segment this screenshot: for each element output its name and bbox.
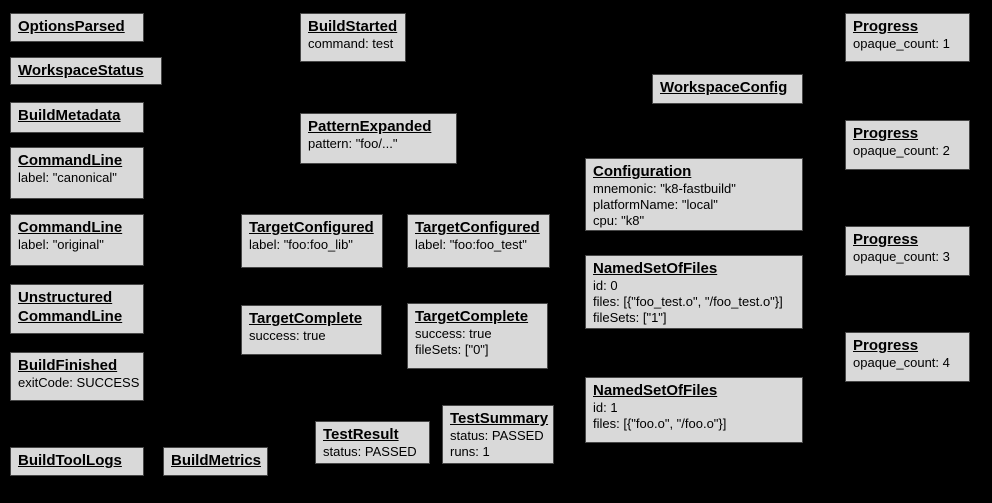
node-optionsparsed: OptionsParsed xyxy=(10,13,144,42)
node-progress-1: Progress opaque_count: 1 xyxy=(845,13,970,62)
node-targetcomplete-foo-test: TargetComplete success: true fileSets: [… xyxy=(407,303,548,369)
node-workspacestatus: WorkspaceStatus xyxy=(10,57,162,85)
node-buildfinished: BuildFinished exitCode: SUCCESS xyxy=(10,352,144,401)
node-line: opaque_count: 2 xyxy=(853,143,950,158)
node-buildtoollogs: BuildToolLogs xyxy=(10,447,144,476)
node-line: success: true xyxy=(415,326,492,341)
node-title: NamedSetOfFiles xyxy=(593,382,718,399)
node-line: opaque_count: 3 xyxy=(853,249,950,264)
node-title: Progress xyxy=(853,231,919,248)
node-progress-3: Progress opaque_count: 3 xyxy=(845,226,970,276)
node-title: TestSummary xyxy=(450,410,549,427)
node-line: label: "foo:foo_test" xyxy=(415,237,527,252)
node-targetconfigured-foo-lib: TargetConfigured label: "foo:foo_lib" xyxy=(241,214,383,268)
node-line: opaque_count: 4 xyxy=(853,355,950,370)
node-line: status: PASSED xyxy=(450,428,544,443)
node-line: files: [{"foo_test.o", "/foo_test.o"}] xyxy=(593,294,783,309)
node-testsummary: TestSummary status: PASSED runs: 1 xyxy=(442,405,554,464)
node-title: NamedSetOfFiles xyxy=(593,260,718,277)
node-namedsetoffiles-0: NamedSetOfFiles id: 0 files: [{"foo_test… xyxy=(585,255,803,329)
node-title: BuildMetadata xyxy=(18,107,121,124)
node-line: id: 1 xyxy=(593,400,618,415)
node-title: TestResult xyxy=(323,426,399,443)
node-line: fileSets: ["1"] xyxy=(593,310,667,325)
node-title: Progress xyxy=(853,337,919,354)
node-progress-2: Progress opaque_count: 2 xyxy=(845,120,970,170)
node-title: BuildToolLogs xyxy=(18,452,122,469)
node-patternexpanded: PatternExpanded pattern: "foo/..." xyxy=(300,113,457,164)
node-line: id: 0 xyxy=(593,278,618,293)
node-title: TargetConfigured xyxy=(249,219,374,236)
node-line: label: "original" xyxy=(18,237,104,252)
node-title: Progress xyxy=(853,125,919,142)
node-line: exitCode: SUCCESS xyxy=(18,375,140,390)
node-title: WorkspaceStatus xyxy=(18,62,144,79)
node-buildmetadata: BuildMetadata xyxy=(10,102,144,133)
node-line: fileSets: ["0"] xyxy=(415,342,489,357)
node-title: OptionsParsed xyxy=(18,18,125,35)
node-line: success: true xyxy=(249,328,326,343)
node-title: BuildStarted xyxy=(308,18,398,35)
node-line: label: "foo:foo_lib" xyxy=(249,237,353,252)
node-title: TargetComplete xyxy=(249,310,363,327)
node-line: runs: 1 xyxy=(450,444,490,459)
node-title: TargetComplete xyxy=(415,308,529,325)
node-line: opaque_count: 1 xyxy=(853,36,950,51)
node-line: platformName: "local" xyxy=(593,197,718,212)
node-buildstarted: BuildStarted command: test xyxy=(300,13,406,62)
node-commandline-original: CommandLine label: "original" xyxy=(10,214,144,266)
node-line: cpu: "k8" xyxy=(593,213,645,228)
node-title: Unstructured CommandLine xyxy=(18,289,123,325)
node-title: Configuration xyxy=(593,163,692,180)
node-namedsetoffiles-1: NamedSetOfFiles id: 1 files: [{"foo.o", … xyxy=(585,377,803,443)
node-title: BuildFinished xyxy=(18,357,118,374)
node-title: PatternExpanded xyxy=(308,118,432,135)
node-buildmetrics: BuildMetrics xyxy=(163,447,268,476)
node-progress-4: Progress opaque_count: 4 xyxy=(845,332,970,382)
node-testresult: TestResult status: PASSED xyxy=(315,421,430,464)
node-title: WorkspaceConfig xyxy=(660,79,788,96)
node-line: mnemonic: "k8-fastbuild" xyxy=(593,181,736,196)
node-targetconfigured-foo-test: TargetConfigured label: "foo:foo_test" xyxy=(407,214,550,268)
node-targetcomplete-foo-lib: TargetComplete success: true xyxy=(241,305,382,355)
node-title: CommandLine xyxy=(18,219,123,236)
node-line: files: [{"foo.o", "/foo.o"}] xyxy=(593,416,727,431)
node-commandline-canonical: CommandLine label: "canonical" xyxy=(10,147,144,199)
node-title: BuildMetrics xyxy=(171,452,262,469)
node-workspaceconfig: WorkspaceConfig xyxy=(652,74,803,104)
node-line: status: PASSED xyxy=(323,444,417,459)
node-title: Progress xyxy=(853,18,919,35)
node-line: pattern: "foo/..." xyxy=(308,136,398,151)
node-configuration: Configuration mnemonic: "k8-fastbuild" p… xyxy=(585,158,803,231)
node-title: TargetConfigured xyxy=(415,219,540,236)
node-title: CommandLine xyxy=(18,152,123,169)
node-line: command: test xyxy=(308,36,394,51)
node-line: label: "canonical" xyxy=(18,170,117,185)
node-unstructuredcommandline: Unstructured CommandLine xyxy=(10,284,144,334)
